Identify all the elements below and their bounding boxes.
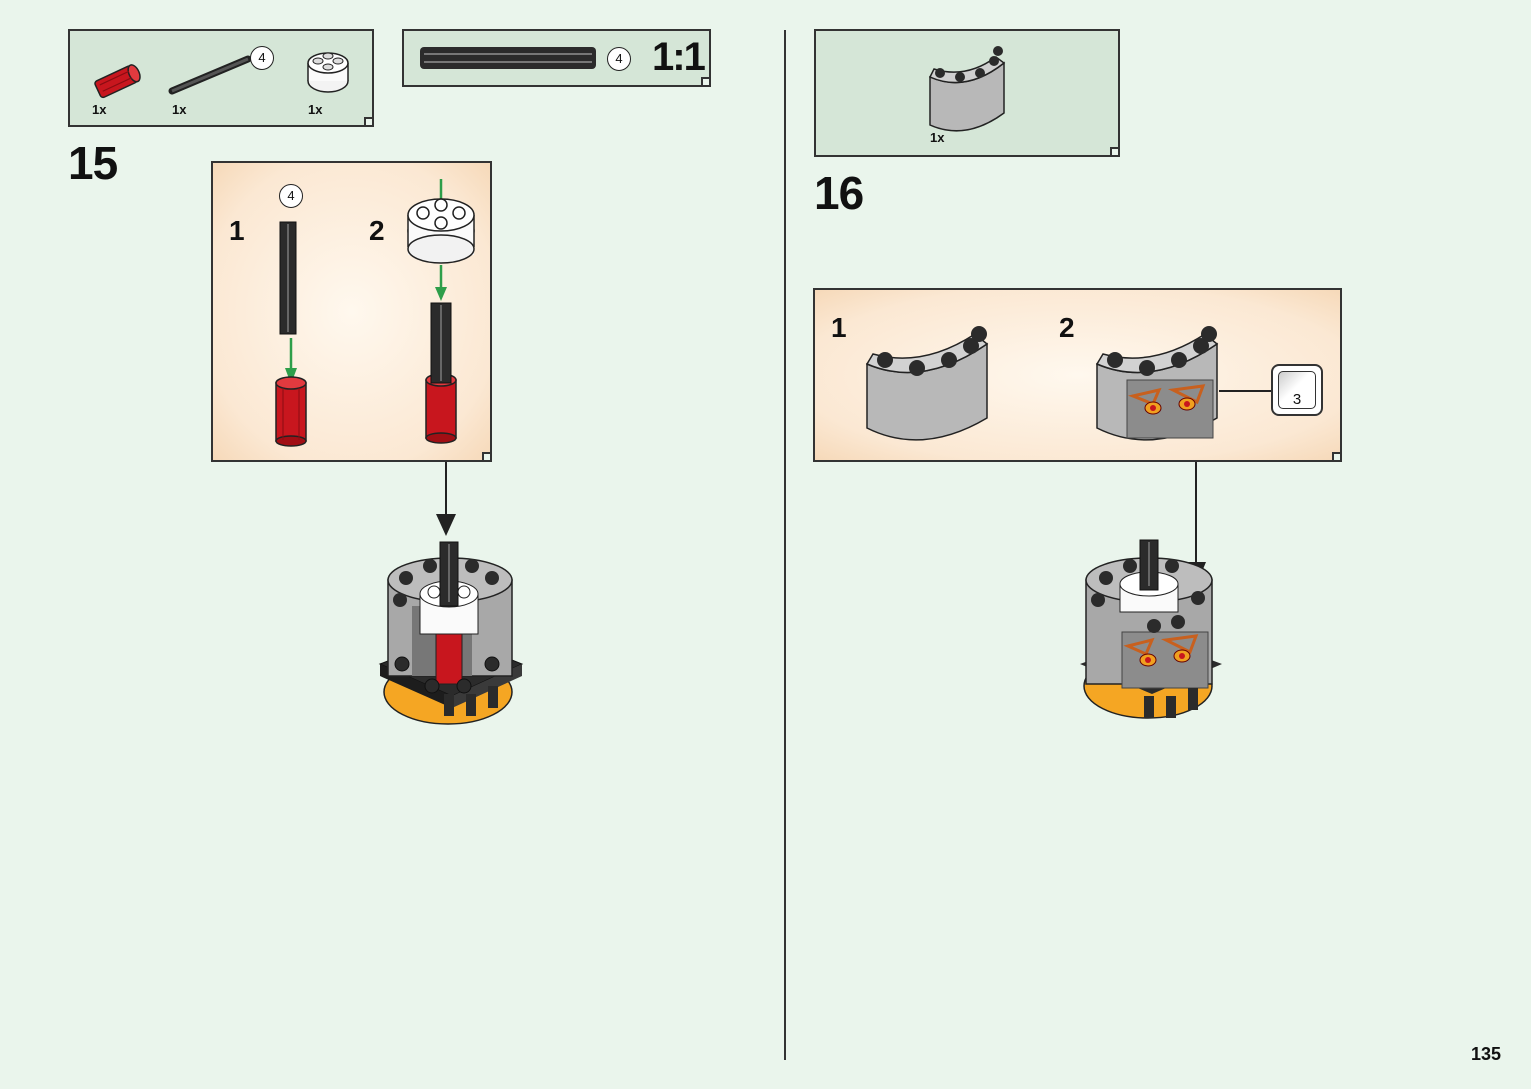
- part-qty-dark-axle: 1x: [172, 102, 187, 117]
- down-arrow-icon: [436, 462, 456, 536]
- axle-length-callout: 4: [250, 46, 274, 70]
- substep2-round-brick-onto-axle: [407, 179, 475, 444]
- sticker-callout: 3: [1271, 364, 1323, 416]
- ruler-length-callout: 4: [607, 47, 631, 71]
- corner-mark: [1332, 452, 1342, 462]
- corner-mark: [701, 77, 711, 87]
- substep-number: 1: [229, 215, 245, 246]
- corner-mark: [364, 117, 374, 127]
- white-round-brick-icon: [307, 52, 349, 93]
- part-qty-gray-curved-wall: 1x: [930, 130, 945, 145]
- step16-substep-box: 1 2 3: [813, 288, 1342, 462]
- axle-ruler-icon: [420, 47, 596, 69]
- step-number: 16: [814, 167, 864, 219]
- step16-parts-box: 1x: [814, 29, 1120, 157]
- corner-mark: [482, 452, 492, 462]
- dark-axle-icon: [168, 55, 252, 95]
- step15-parts-box: 1x 4 1x 1x: [68, 29, 374, 127]
- substep1-axle-into-connector: [275, 221, 307, 447]
- part-qty-white-round-brick: 1x: [308, 102, 323, 117]
- page-number: 135: [1470, 1044, 1501, 1064]
- page-divider: [784, 30, 786, 1060]
- substep-number: 2: [1059, 312, 1075, 343]
- step15-assembly-model: [378, 541, 524, 725]
- sticker-leader-line: [1219, 390, 1271, 392]
- step16-assembly-model: [1080, 539, 1222, 719]
- step-number: 15: [68, 137, 118, 189]
- axle-length-callout: 4: [279, 184, 303, 208]
- sticker-icon: [1278, 371, 1316, 409]
- gray-curved-wall-icon: [928, 46, 1006, 132]
- red-axle-connector-icon: [94, 64, 141, 99]
- axle-ruler-box: 4 1:1: [402, 29, 711, 87]
- substep1-curved-wall: [865, 326, 989, 441]
- part-qty-red-axle-connector: 1x: [92, 102, 107, 117]
- substep-number: 2: [369, 215, 385, 246]
- substep-number: 1: [831, 312, 847, 343]
- corner-mark: [1110, 147, 1120, 157]
- substep2-curved-wall-with-sticker: [1095, 326, 1219, 441]
- ruler-scale: 1:1: [652, 35, 706, 79]
- sticker-number: 3: [1292, 391, 1302, 408]
- step15-substep-box: 1 4 2: [211, 161, 492, 462]
